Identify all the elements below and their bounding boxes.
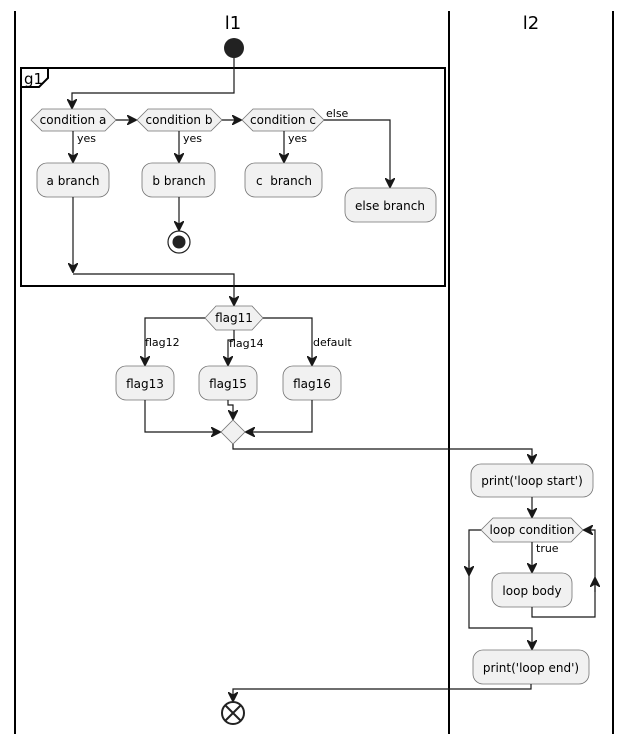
flag13-node: flag13 [115, 365, 175, 401]
edge-label-yes-c: yes [288, 132, 307, 145]
loop-body-node: loop body [491, 572, 573, 608]
end-node [221, 701, 245, 725]
a-branch-label: a branch [47, 174, 100, 188]
condition-a-node: condition a [30, 108, 117, 132]
loop-end-node: print('loop end') [472, 649, 590, 685]
group-frame-g1 [20, 67, 446, 287]
edge-flag16-to-merge [246, 400, 313, 432]
edge-switch-to-flag16 [263, 317, 312, 365]
stop-node [167, 230, 191, 254]
edge-label-else: else [326, 107, 349, 120]
switch-flag11-label: flag11 [215, 311, 253, 325]
condition-c-label: condition c [250, 113, 316, 127]
edge-start-to-condition-a [72, 58, 235, 108]
condition-b-label: condition b [146, 113, 213, 127]
edge-flag15-to-merge [227, 400, 233, 419]
flag15-node: flag15 [198, 365, 258, 401]
flag16-node: flag16 [282, 365, 342, 401]
b-branch-node: b branch [141, 162, 216, 198]
c-branch-label: c branch [256, 174, 312, 188]
case-label-flag12: flag12 [145, 336, 180, 349]
edge-merge-to-loop-start [232, 444, 532, 463]
case-label-flag14: flag14 [229, 337, 264, 350]
condition-a-label: condition a [40, 113, 107, 127]
loop-start-node: print('loop start') [470, 463, 594, 498]
flag16-label: flag16 [293, 377, 331, 391]
else-branch-label: else branch [355, 199, 425, 213]
swimlane-title-l2: l2 [523, 13, 539, 34]
flag13-label: flag13 [126, 377, 164, 391]
group-label: g1 [24, 70, 43, 88]
group-label-tab [20, 68, 49, 88]
case-label-default: default [313, 336, 352, 349]
swimlane-title-l1: l1 [225, 13, 241, 34]
edge-loop-exit [468, 529, 532, 649]
edge-switch-to-flag13 [145, 317, 205, 365]
edge-label-yes-b: yes [183, 132, 202, 145]
flag15-label: flag15 [209, 377, 247, 391]
edge-label-yes-a: yes [77, 132, 96, 145]
edge-merge-to-switch [73, 273, 234, 305]
else-branch-node: else branch [344, 187, 437, 223]
loop-end-label: print('loop end') [483, 661, 579, 675]
loop-condition-node: loop condition [480, 517, 584, 543]
edge-to-else-branch [324, 119, 390, 187]
loop-start-label: print('loop start') [481, 474, 583, 488]
loop-true-label: true [536, 542, 559, 555]
condition-b-node: condition b [136, 108, 223, 132]
condition-c-node: condition c [241, 108, 325, 132]
b-branch-label: b branch [152, 174, 205, 188]
edge-loop-end-to-end [233, 684, 532, 701]
loop-body-label: loop body [502, 584, 561, 598]
switch-merge-diamond [220, 419, 246, 445]
loop-condition-label: loop condition [490, 523, 575, 537]
c-branch-node: c branch [244, 162, 323, 198]
switch-flag11-node: flag11 [204, 305, 264, 331]
a-branch-node: a branch [36, 162, 110, 198]
edge-switch-to-flag15 [228, 330, 235, 365]
edge-flag13-to-merge [144, 400, 220, 432]
start-node [224, 38, 244, 58]
